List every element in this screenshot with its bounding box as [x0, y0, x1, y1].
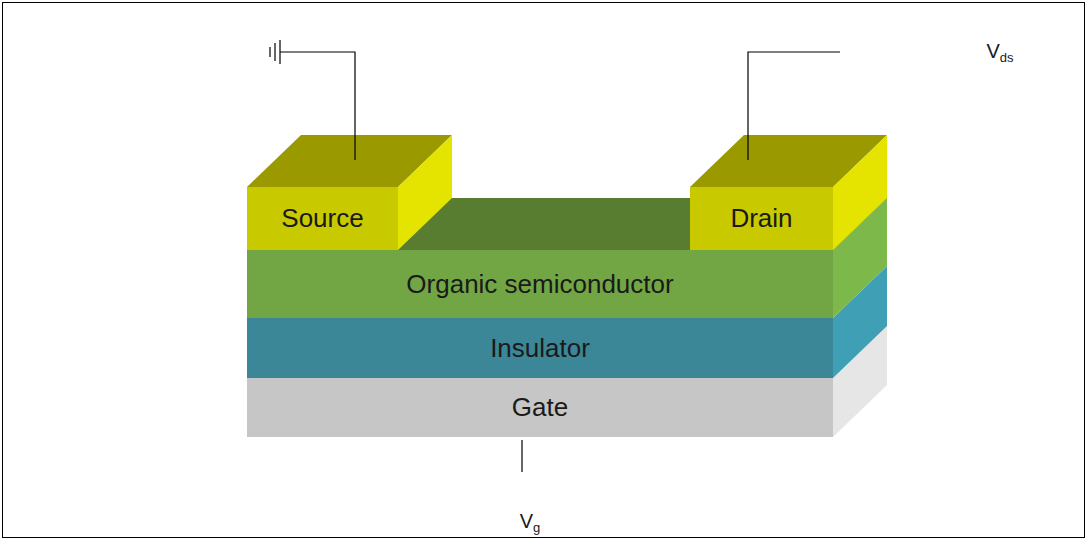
frame [3, 3, 1085, 538]
ground-symbol [270, 40, 280, 64]
source-wire [280, 52, 355, 160]
drain-side [833, 135, 887, 250]
layer-label: Organic semiconductor [400, 269, 679, 300]
layer-label: Gate [506, 392, 574, 423]
source-electrode: Source [247, 187, 398, 250]
drain-voltage-label: Vds [986, 40, 1013, 65]
source-side [398, 135, 452, 250]
semiconductor-layer: Organic semiconductor [247, 250, 833, 318]
layer-label: Source [275, 203, 369, 234]
drain-electrode: Drain [690, 187, 833, 250]
layer-label: Insulator [484, 333, 596, 364]
gate-voltage-label: Vg [520, 510, 541, 535]
gate-electrode: Gate [247, 378, 833, 437]
insulator-layer: Insulator [247, 318, 833, 378]
drain-wire [748, 52, 840, 160]
gate-wire [521, 440, 522, 472]
layer-label: Drain [724, 203, 798, 234]
